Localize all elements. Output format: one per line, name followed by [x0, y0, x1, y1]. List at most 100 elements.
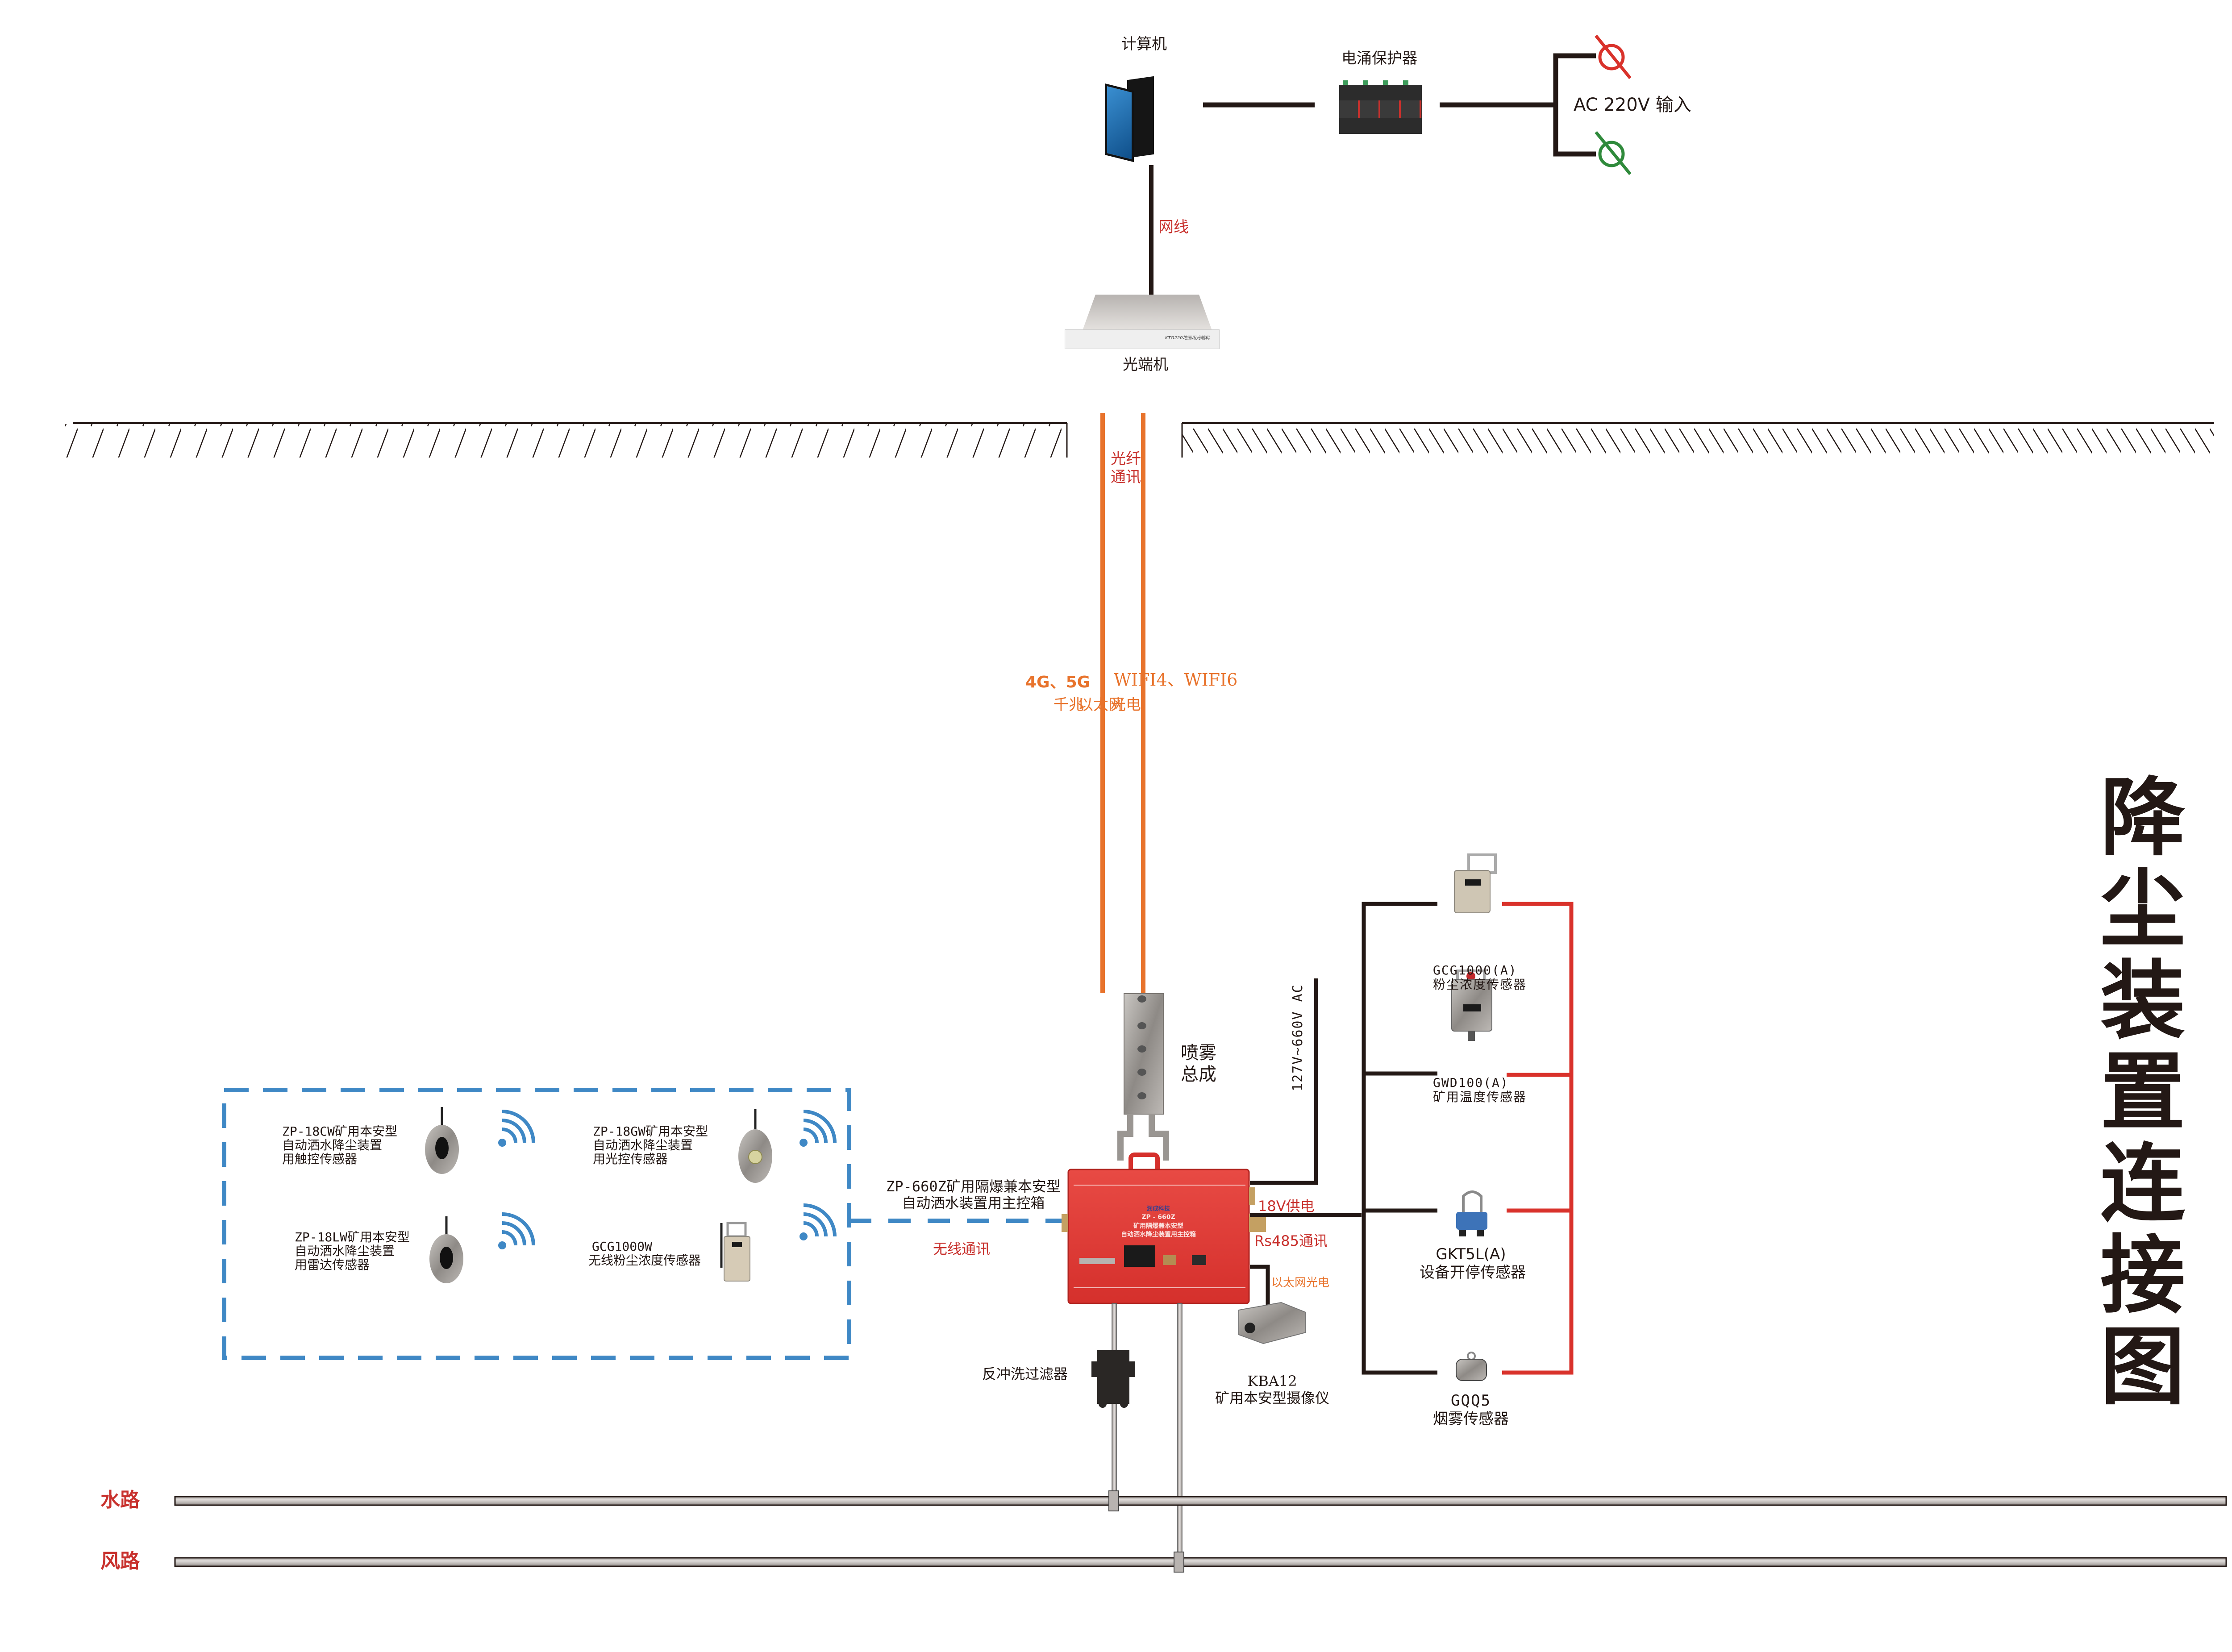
water-pipe	[174, 1496, 2227, 1506]
wifi-icon	[800, 1203, 837, 1240]
main-box-label-line1: ZP-660Z矿用隔爆兼本安型	[886, 1178, 1061, 1195]
wireless-sensor-gcg1000w: GCG1000W 无线粉尘浓度传感器	[588, 1240, 701, 1268]
surge-protector-label: 电涌保护器	[1341, 50, 1417, 67]
wired-sensor-gkt5la: GKT5L(A) 设备开停传感器	[1420, 1245, 1526, 1282]
ethernet-cable	[1250, 1265, 1270, 1306]
zp18lw-line3: 用雷达传感器	[295, 1257, 370, 1272]
wireless-sensor-zp18gw: ZP-18GW矿用本安型 自动洒水降尘装置 用光控传感器	[593, 1124, 708, 1166]
kba12-camera-icon	[1238, 1302, 1306, 1344]
spray-assembly-icon	[1117, 993, 1169, 1161]
main-box-panel-text: 润成科技 ZP - 660Z 矿用隔爆兼本安型 自动洒水降尘装置用主控箱	[1083, 1205, 1234, 1240]
zp18cw-sensor-icon	[425, 1107, 459, 1174]
page-title-char: 图	[2100, 1318, 2185, 1416]
fiber-label-line1: 光纤	[1111, 450, 1141, 468]
wireless-link-label: 无线通讯	[933, 1240, 991, 1257]
air-pipe-label: 风路	[100, 1550, 140, 1573]
gcg1000a-model: GCG1000(A)	[1433, 963, 1517, 978]
wireless-group-border	[222, 1088, 851, 1360]
comm-wifi-label: WIFI4、WIFI6	[1114, 670, 1238, 690]
ethernet-link-label: 以太网光电	[1271, 1276, 1330, 1290]
ac-terminal-live-icon	[1595, 34, 1632, 79]
wifi-icon	[800, 1110, 837, 1147]
gqq5-model: GQQ5	[1451, 1392, 1491, 1410]
wireless-sensor-zp18cw: ZP-18CW矿用本安型 自动洒水降尘装置 用触控传感器	[282, 1124, 398, 1166]
spray-assembly-label: 喷雾 总成	[1181, 1042, 1216, 1085]
gwd100a-model: GWD100(A)	[1433, 1075, 1509, 1090]
zp18lw-sensor-icon	[429, 1216, 463, 1283]
camera-model: KBA12	[1247, 1373, 1297, 1390]
ac-branch	[1553, 53, 1596, 157]
zp18gw-line2: 自动洒水降尘装置	[593, 1137, 693, 1153]
main-box-label-line2: 自动洒水装置用主控箱	[902, 1194, 1045, 1211]
surge-protector-icon	[1339, 80, 1422, 134]
spray-label-line2: 总成	[1181, 1064, 1216, 1085]
comm-4g5g-label: 4G、5G	[1025, 673, 1091, 691]
zp18cw-line2: 自动洒水降尘装置	[282, 1137, 383, 1153]
power-supply-label: 127V~660V AC	[1290, 984, 1306, 1091]
wired-sensor-gqq5: GQQ5 烟雾传感器	[1428, 1392, 1513, 1428]
main-box-panel-model: ZP - 660Z	[1141, 1214, 1175, 1221]
camera-label: KBA12 矿用本安型摄像仪	[1201, 1373, 1344, 1407]
fiber-label-line2: 通讯	[1111, 468, 1141, 486]
wifi-icon	[498, 1110, 535, 1147]
optical-terminal-icon: KTG220地面用光端机	[1065, 295, 1234, 353]
sensor-black-bus	[1362, 902, 1437, 1375]
gkt5la-model: GKT5L(A)	[1436, 1245, 1506, 1263]
power-supply-cable	[1250, 978, 1318, 1185]
rs485-label: Rs485通讯	[1254, 1232, 1328, 1249]
zp18gw-line1: ZP-18GW矿用本安型	[593, 1124, 708, 1139]
gcg1000w-line2: 无线粉尘浓度传感器	[588, 1253, 701, 1268]
optical-terminal-panel-text: KTG220地面用光端机	[1165, 336, 1210, 341]
page-title-char: 尘	[2100, 860, 2185, 959]
optical-terminal-label: 光端机	[1123, 356, 1168, 374]
desktop-computer-icon	[1103, 67, 1192, 162]
main-box-panel-line1: 矿用隔爆兼本安型	[1133, 1222, 1183, 1230]
air-branch-pipe	[1177, 1303, 1183, 1563]
comm-photoelectric-label: 光电	[1111, 696, 1141, 714]
wired-sensor-gcg1000a: GCG1000(A) 粉尘浓度传感器	[1433, 963, 1527, 992]
ground-hatch-right	[1182, 424, 2214, 458]
camera-name: 矿用本安型摄像仪	[1215, 1390, 1329, 1407]
water-pipe-label: 水路	[100, 1489, 140, 1511]
computer-label: 计算机	[1121, 35, 1167, 53]
gcg1000w-line1: GCG1000W	[592, 1239, 652, 1254]
main-box-brand: 润成科技	[1146, 1206, 1170, 1212]
zp18cw-line1: ZP-18CW矿用本安型	[282, 1124, 398, 1139]
page-title: 降尘装置连接图	[2089, 772, 2196, 1413]
zp18gw-sensor-icon	[738, 1109, 772, 1183]
spray-label-line1: 喷雾	[1181, 1043, 1216, 1063]
air-pipe	[174, 1557, 2227, 1567]
water-pipe-tee	[1108, 1490, 1119, 1511]
gkt5la-sensor-icon	[1456, 1190, 1487, 1236]
page-title-char: 接	[2100, 1226, 2185, 1325]
main-box-label: ZP-660Z矿用隔爆兼本安型 自动洒水装置用主控箱	[886, 1178, 1061, 1211]
ac-input-label: AC 220V 输入	[1574, 95, 1691, 115]
comm-ethernet-label: 以太网	[1078, 696, 1124, 714]
wired-sensor-gwd100a: GWD100(A) 矿用温度传感器	[1433, 1075, 1527, 1105]
page-title-char: 装	[2100, 952, 2185, 1050]
zp18gw-line3: 用光控传感器	[593, 1151, 668, 1166]
gwd100a-sensor-icon	[1451, 970, 1492, 1041]
fiber-label: 光纤 通讯	[1111, 450, 1141, 487]
page-title-text: 降尘装置连接图	[2089, 772, 2196, 1413]
main-box-panel-line2: 自动洒水降尘装置用主控箱	[1121, 1231, 1196, 1239]
zp18lw-line2: 自动洒水降尘装置	[295, 1243, 395, 1258]
gqq5-name: 烟雾传感器	[1433, 1410, 1509, 1428]
gkt5la-name: 设备开停传感器	[1420, 1263, 1526, 1282]
main-control-box-icon	[1062, 1153, 1266, 1304]
page-title-char: 置	[2100, 1043, 2185, 1142]
air-pipe-tee	[1174, 1552, 1184, 1573]
page-title-char: 降	[2100, 769, 2185, 867]
gqq5-sensor-icon	[1456, 1352, 1487, 1381]
gwd100a-name: 矿用温度传感器	[1433, 1090, 1527, 1105]
ground-hatch-left	[62, 424, 1067, 458]
gcg1000a-sensor-icon	[1454, 853, 1497, 913]
page-title-char: 连	[2100, 1135, 2185, 1233]
gcg1000a-name: 粉尘浓度传感器	[1433, 977, 1527, 992]
network-cable-label: 网线	[1158, 218, 1189, 236]
zp18cw-line3: 用触控传感器	[282, 1151, 358, 1166]
power-18v-label: 18V供电	[1258, 1198, 1315, 1215]
ac-terminal-neutral-icon	[1595, 131, 1632, 175]
backwash-filter-label: 反冲洗过滤器	[982, 1365, 1068, 1382]
